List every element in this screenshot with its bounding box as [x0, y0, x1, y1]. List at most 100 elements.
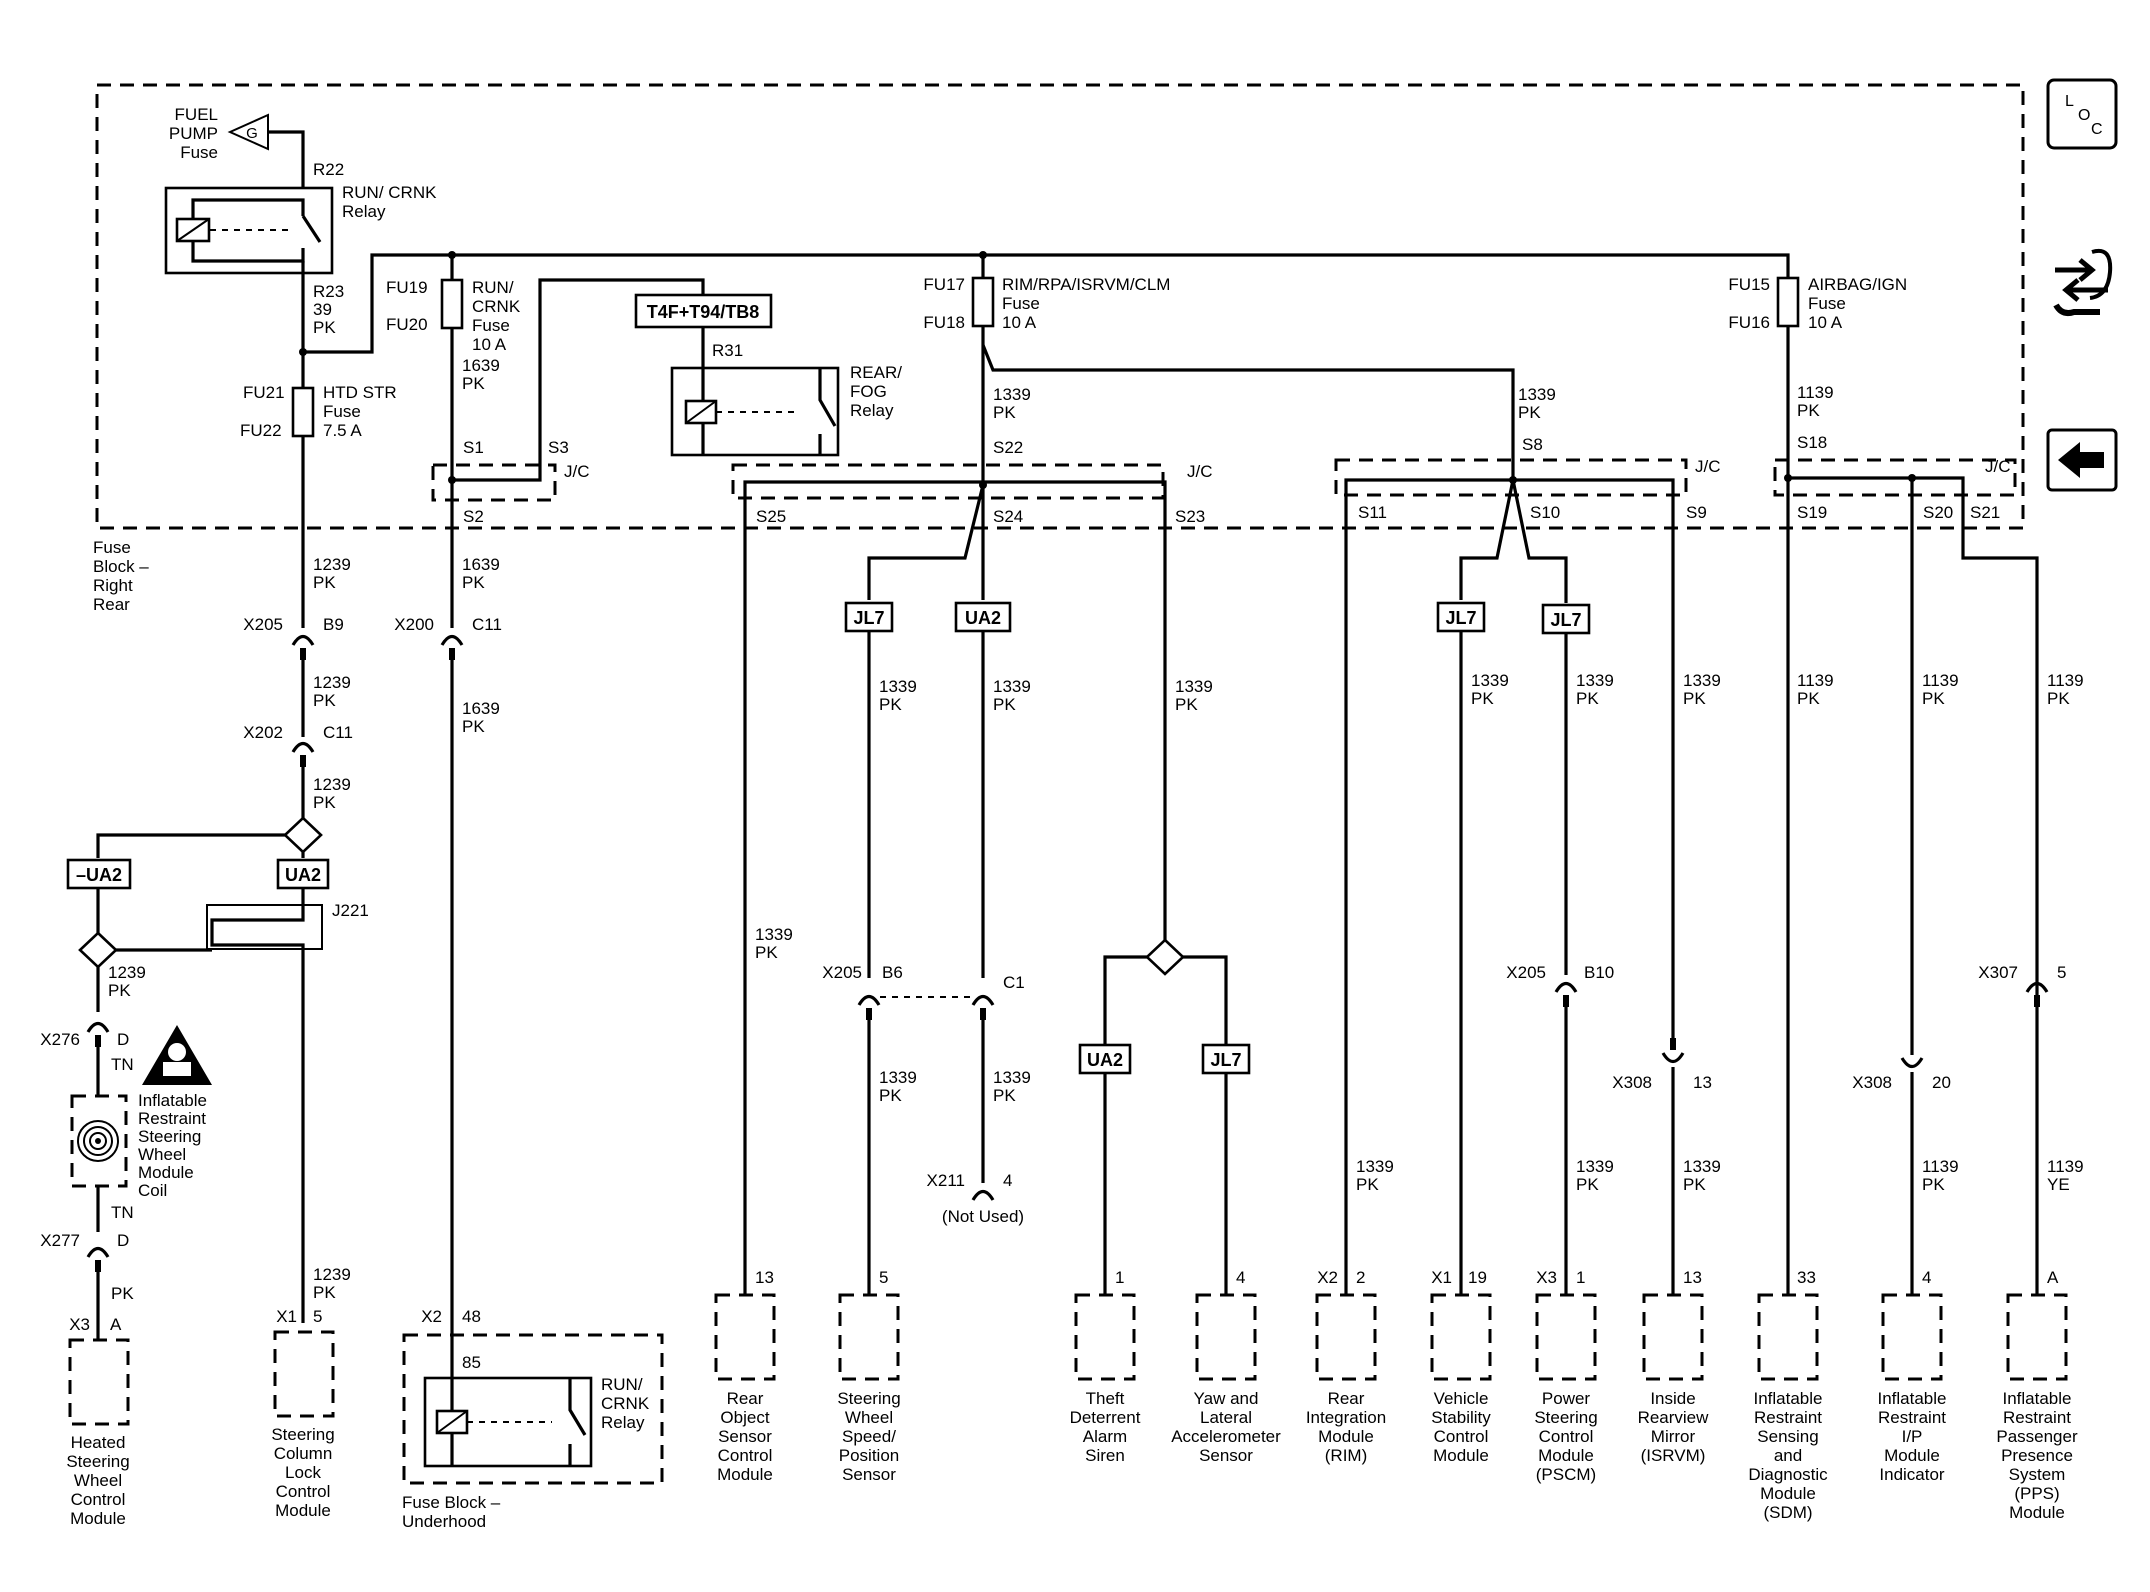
svg-text:O: O — [2078, 107, 2090, 124]
connector-view-icon[interactable] — [2048, 245, 2116, 323]
svg-text:S22: S22 — [993, 438, 1023, 457]
svg-text:R23: R23 — [313, 282, 344, 301]
svg-text:JL7: JL7 — [1445, 608, 1476, 628]
svg-text:J221: J221 — [332, 901, 369, 920]
svg-text:A: A — [2047, 1268, 2059, 1287]
svg-text:X205: X205 — [243, 615, 283, 634]
back-arrow-icon[interactable] — [2046, 428, 2118, 492]
svg-text:J/C: J/C — [1187, 462, 1213, 481]
svg-text:S3: S3 — [548, 438, 569, 457]
junction-s18-s21: S18 J/C S19 S20 S21 — [1773, 433, 2039, 1295]
svg-text:UA2: UA2 — [965, 608, 1001, 628]
svg-text:X307: X307 — [1978, 963, 2018, 982]
svg-text:X3: X3 — [69, 1315, 90, 1334]
airbag-warning-icon — [142, 1025, 212, 1085]
svg-text:X202: X202 — [243, 723, 283, 742]
svg-text:S2: S2 — [463, 507, 484, 526]
svg-text:B6: B6 — [882, 963, 903, 982]
svg-text:S19: S19 — [1797, 503, 1827, 522]
svg-text:S8: S8 — [1522, 435, 1543, 454]
junction-s8-s11: S8 J/C S11 S10 S9 — [1334, 435, 1721, 1295]
svg-text:L: L — [2065, 93, 2074, 110]
svg-text:X211: X211 — [927, 1171, 965, 1190]
svg-text:S25: S25 — [756, 507, 786, 526]
navigation-icons: L O C — [2046, 78, 2118, 492]
svg-text:85: 85 — [462, 1353, 481, 1372]
svg-text:4: 4 — [1922, 1268, 1931, 1287]
svg-text:(Not Used): (Not Used) — [942, 1207, 1024, 1226]
svg-text:4: 4 — [1003, 1171, 1012, 1190]
svg-text:C1: C1 — [1003, 973, 1025, 992]
svg-text:X3: X3 — [1536, 1268, 1557, 1287]
svg-text:5: 5 — [313, 1307, 322, 1326]
svg-text:FU17: FU17 — [923, 275, 965, 294]
svg-text:FU22: FU22 — [240, 421, 282, 440]
svg-text:B9: B9 — [323, 615, 344, 634]
svg-text:S10: S10 — [1530, 503, 1560, 522]
svg-text:S20: S20 — [1923, 503, 1953, 522]
svg-text:B10: B10 — [1584, 963, 1614, 982]
svg-text:J/C: J/C — [1695, 457, 1721, 476]
svg-text:J/C: J/C — [564, 462, 590, 481]
svg-text:1: 1 — [1576, 1268, 1585, 1287]
svg-text:C11: C11 — [323, 723, 353, 742]
svg-text:X1: X1 — [276, 1307, 297, 1326]
svg-text:FU21: FU21 — [243, 383, 285, 402]
svg-text:TN: TN — [111, 1055, 134, 1074]
loc-icon[interactable]: L O C — [2046, 78, 2118, 150]
svg-text:X205: X205 — [822, 963, 862, 982]
svg-text:PK: PK — [111, 1284, 134, 1303]
svg-text:JL7: JL7 — [853, 608, 884, 628]
svg-text:X200: X200 — [394, 615, 434, 634]
